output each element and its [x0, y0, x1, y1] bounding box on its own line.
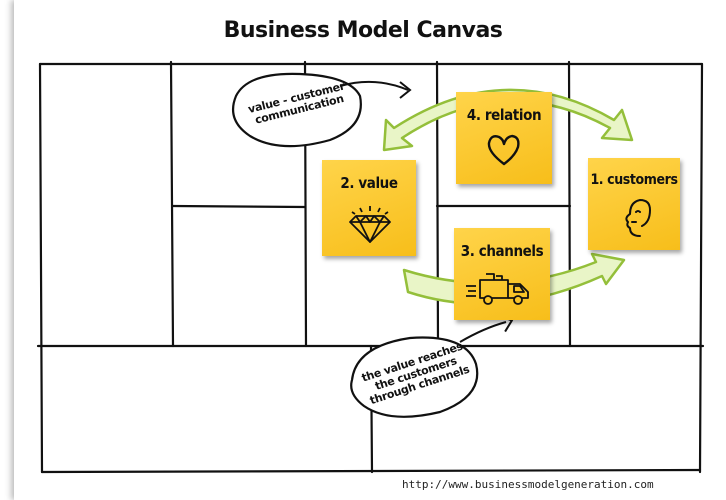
diamond-icon — [349, 206, 391, 243]
channels-label: 3. channels — [460, 242, 544, 260]
truck-icon — [466, 273, 529, 305]
face-icon — [625, 199, 651, 237]
page-title: Business Model Canvas — [223, 18, 503, 43]
relation-label: 4. relation — [466, 106, 542, 124]
heart-icon — [487, 134, 520, 166]
sticky-customers: 1. customers — [588, 158, 680, 250]
sticky-value: 2. value — [322, 160, 416, 256]
bottom-bubble-shape — [350, 314, 514, 418]
top-bubble-shape — [232, 72, 412, 148]
footer-url[interactable]: http://www.businessmodelgeneration.com — [402, 478, 654, 491]
sticky-channels: 3. channels — [454, 228, 550, 320]
value-label: 2. value — [340, 174, 398, 192]
sticky-relation: 4. relation — [456, 92, 552, 184]
customers-label: 1. customers — [590, 172, 678, 188]
